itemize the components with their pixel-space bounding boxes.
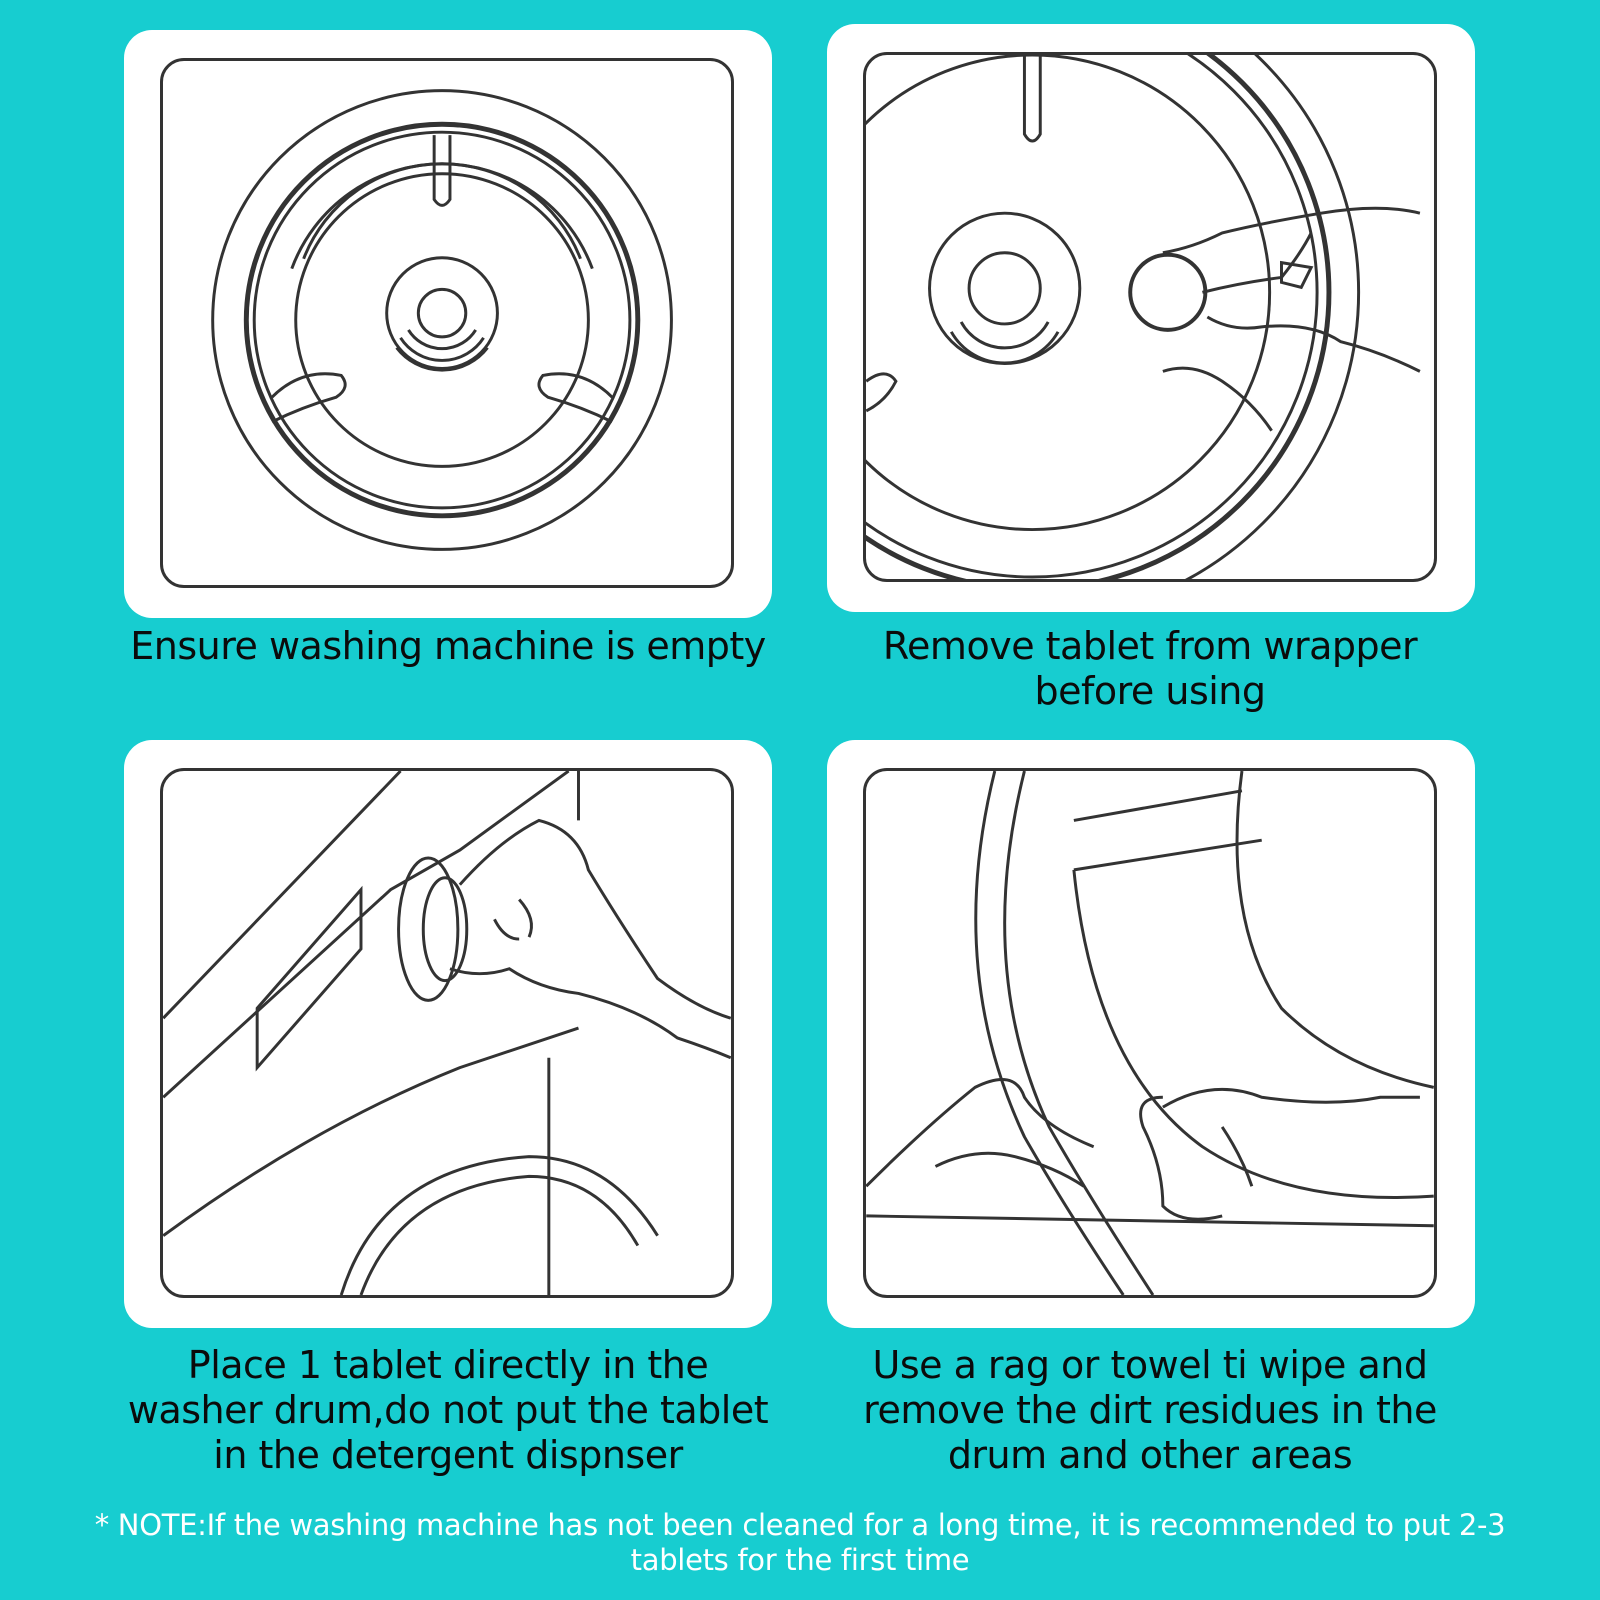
step-1-caption: Ensure washing machine is empty xyxy=(130,624,766,668)
step-1-illustration-frame xyxy=(160,58,734,588)
usage-note: * NOTE:If the washing machine has not be… xyxy=(94,1508,1506,1577)
step-2-caption: Remove tablet from wrapper before using xyxy=(882,624,1418,713)
step-4-card xyxy=(827,740,1475,1328)
place-tablet-illustration xyxy=(163,771,731,1295)
step-4-caption: Use a rag or towel ti wipe and remove th… xyxy=(863,1343,1437,1477)
empty-drum-illustration xyxy=(211,89,673,551)
wipe-drum-illustration xyxy=(866,771,1434,1295)
step-2-card xyxy=(827,24,1475,612)
tablet-in-hand-illustration xyxy=(866,55,1421,579)
step-2-illustration-frame xyxy=(863,52,1437,582)
step-1-card xyxy=(124,30,772,618)
step-3-caption: Place 1 tablet directly in the washer dr… xyxy=(127,1343,769,1477)
step-4-illustration-frame xyxy=(863,768,1437,1298)
step-3-illustration-frame xyxy=(160,768,734,1298)
step-3-card xyxy=(124,740,772,1328)
